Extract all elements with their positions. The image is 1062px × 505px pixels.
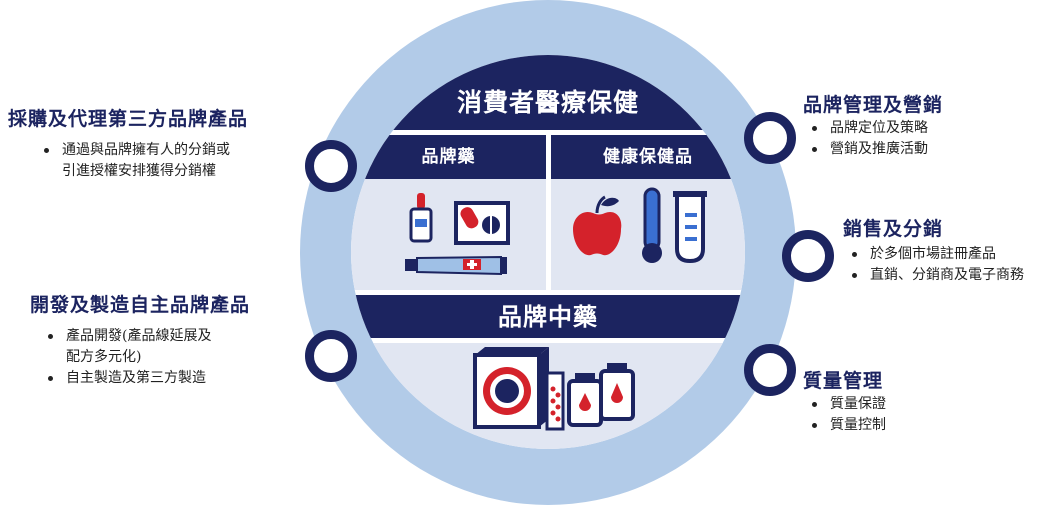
branded-drugs-panel: 品牌藥 — [351, 135, 546, 290]
sales-title: 銷售及分銷 — [843, 218, 944, 240]
sales-dot — [782, 230, 834, 282]
branded-tcm-band: 品牌中藥 — [351, 295, 745, 338]
develop-item: 產品開發(產品線延展及配方多元化) — [46, 326, 211, 368]
sales-item: 直銷、分銷商及電子商務 — [850, 265, 1024, 286]
procure-item: 通過與品牌擁有人的分銷或引進授權安排獲得分銷權 — [42, 140, 230, 182]
brand-list: 品牌定位及策略 營銷及推廣活動 — [810, 118, 928, 160]
procure-title: 採購及代理第三方品牌產品 — [8, 108, 249, 130]
develop-title: 開發及製造自主品牌產品 — [30, 294, 251, 316]
ointment-tube-icon — [405, 255, 507, 276]
quality-title: 質量管理 — [803, 370, 884, 392]
procure-dot — [305, 140, 357, 192]
quality-list: 質量保證 質量控制 — [810, 394, 886, 436]
quality-dot — [744, 344, 796, 396]
pill-box-icon — [454, 201, 510, 245]
quality-item: 質量保證 — [810, 394, 886, 415]
sales-list: 於多個市場註冊產品 直銷、分銷商及電子商務 — [850, 244, 1024, 286]
brand-dot — [744, 112, 796, 164]
brand-item: 營銷及推廣活動 — [810, 139, 928, 160]
brand-title: 品牌管理及營銷 — [803, 94, 944, 116]
develop-dot — [305, 330, 357, 382]
inner-circle: 消費者醫療保健 品牌藥 — [351, 55, 745, 449]
health-supplements-title: 健康保健品 — [551, 135, 745, 179]
brand-item: 品牌定位及策略 — [810, 118, 928, 139]
branded-drugs-title: 品牌藥 — [351, 135, 546, 179]
quality-item: 質量控制 — [810, 415, 886, 436]
medicine-box-icon — [473, 347, 549, 429]
health-supplements-icons — [573, 187, 707, 264]
branded-drugs-icons — [405, 193, 510, 276]
procure-list: 通過與品牌擁有人的分銷或引進授權安排獲得分銷權 — [42, 140, 230, 182]
test-tube-icon — [673, 191, 707, 264]
nasal-spray-icon — [409, 193, 433, 243]
medicine-bottle-icon — [567, 363, 635, 427]
develop-item: 自主製造及第三方製造 — [46, 368, 211, 389]
sales-item: 於多個市場註冊產品 — [850, 244, 1024, 265]
apple-icon — [573, 195, 622, 256]
thermometer-icon — [642, 187, 662, 263]
tcm-icons — [473, 347, 635, 431]
branded-tcm-panel — [351, 343, 745, 449]
pill-tube-icon — [545, 371, 565, 431]
health-supplements-panel: 健康保健品 — [551, 135, 745, 290]
develop-list: 產品開發(產品線延展及配方多元化) 自主製造及第三方製造 — [46, 326, 211, 389]
consumer-healthcare-band: 消費者醫療保健 — [351, 55, 745, 130]
